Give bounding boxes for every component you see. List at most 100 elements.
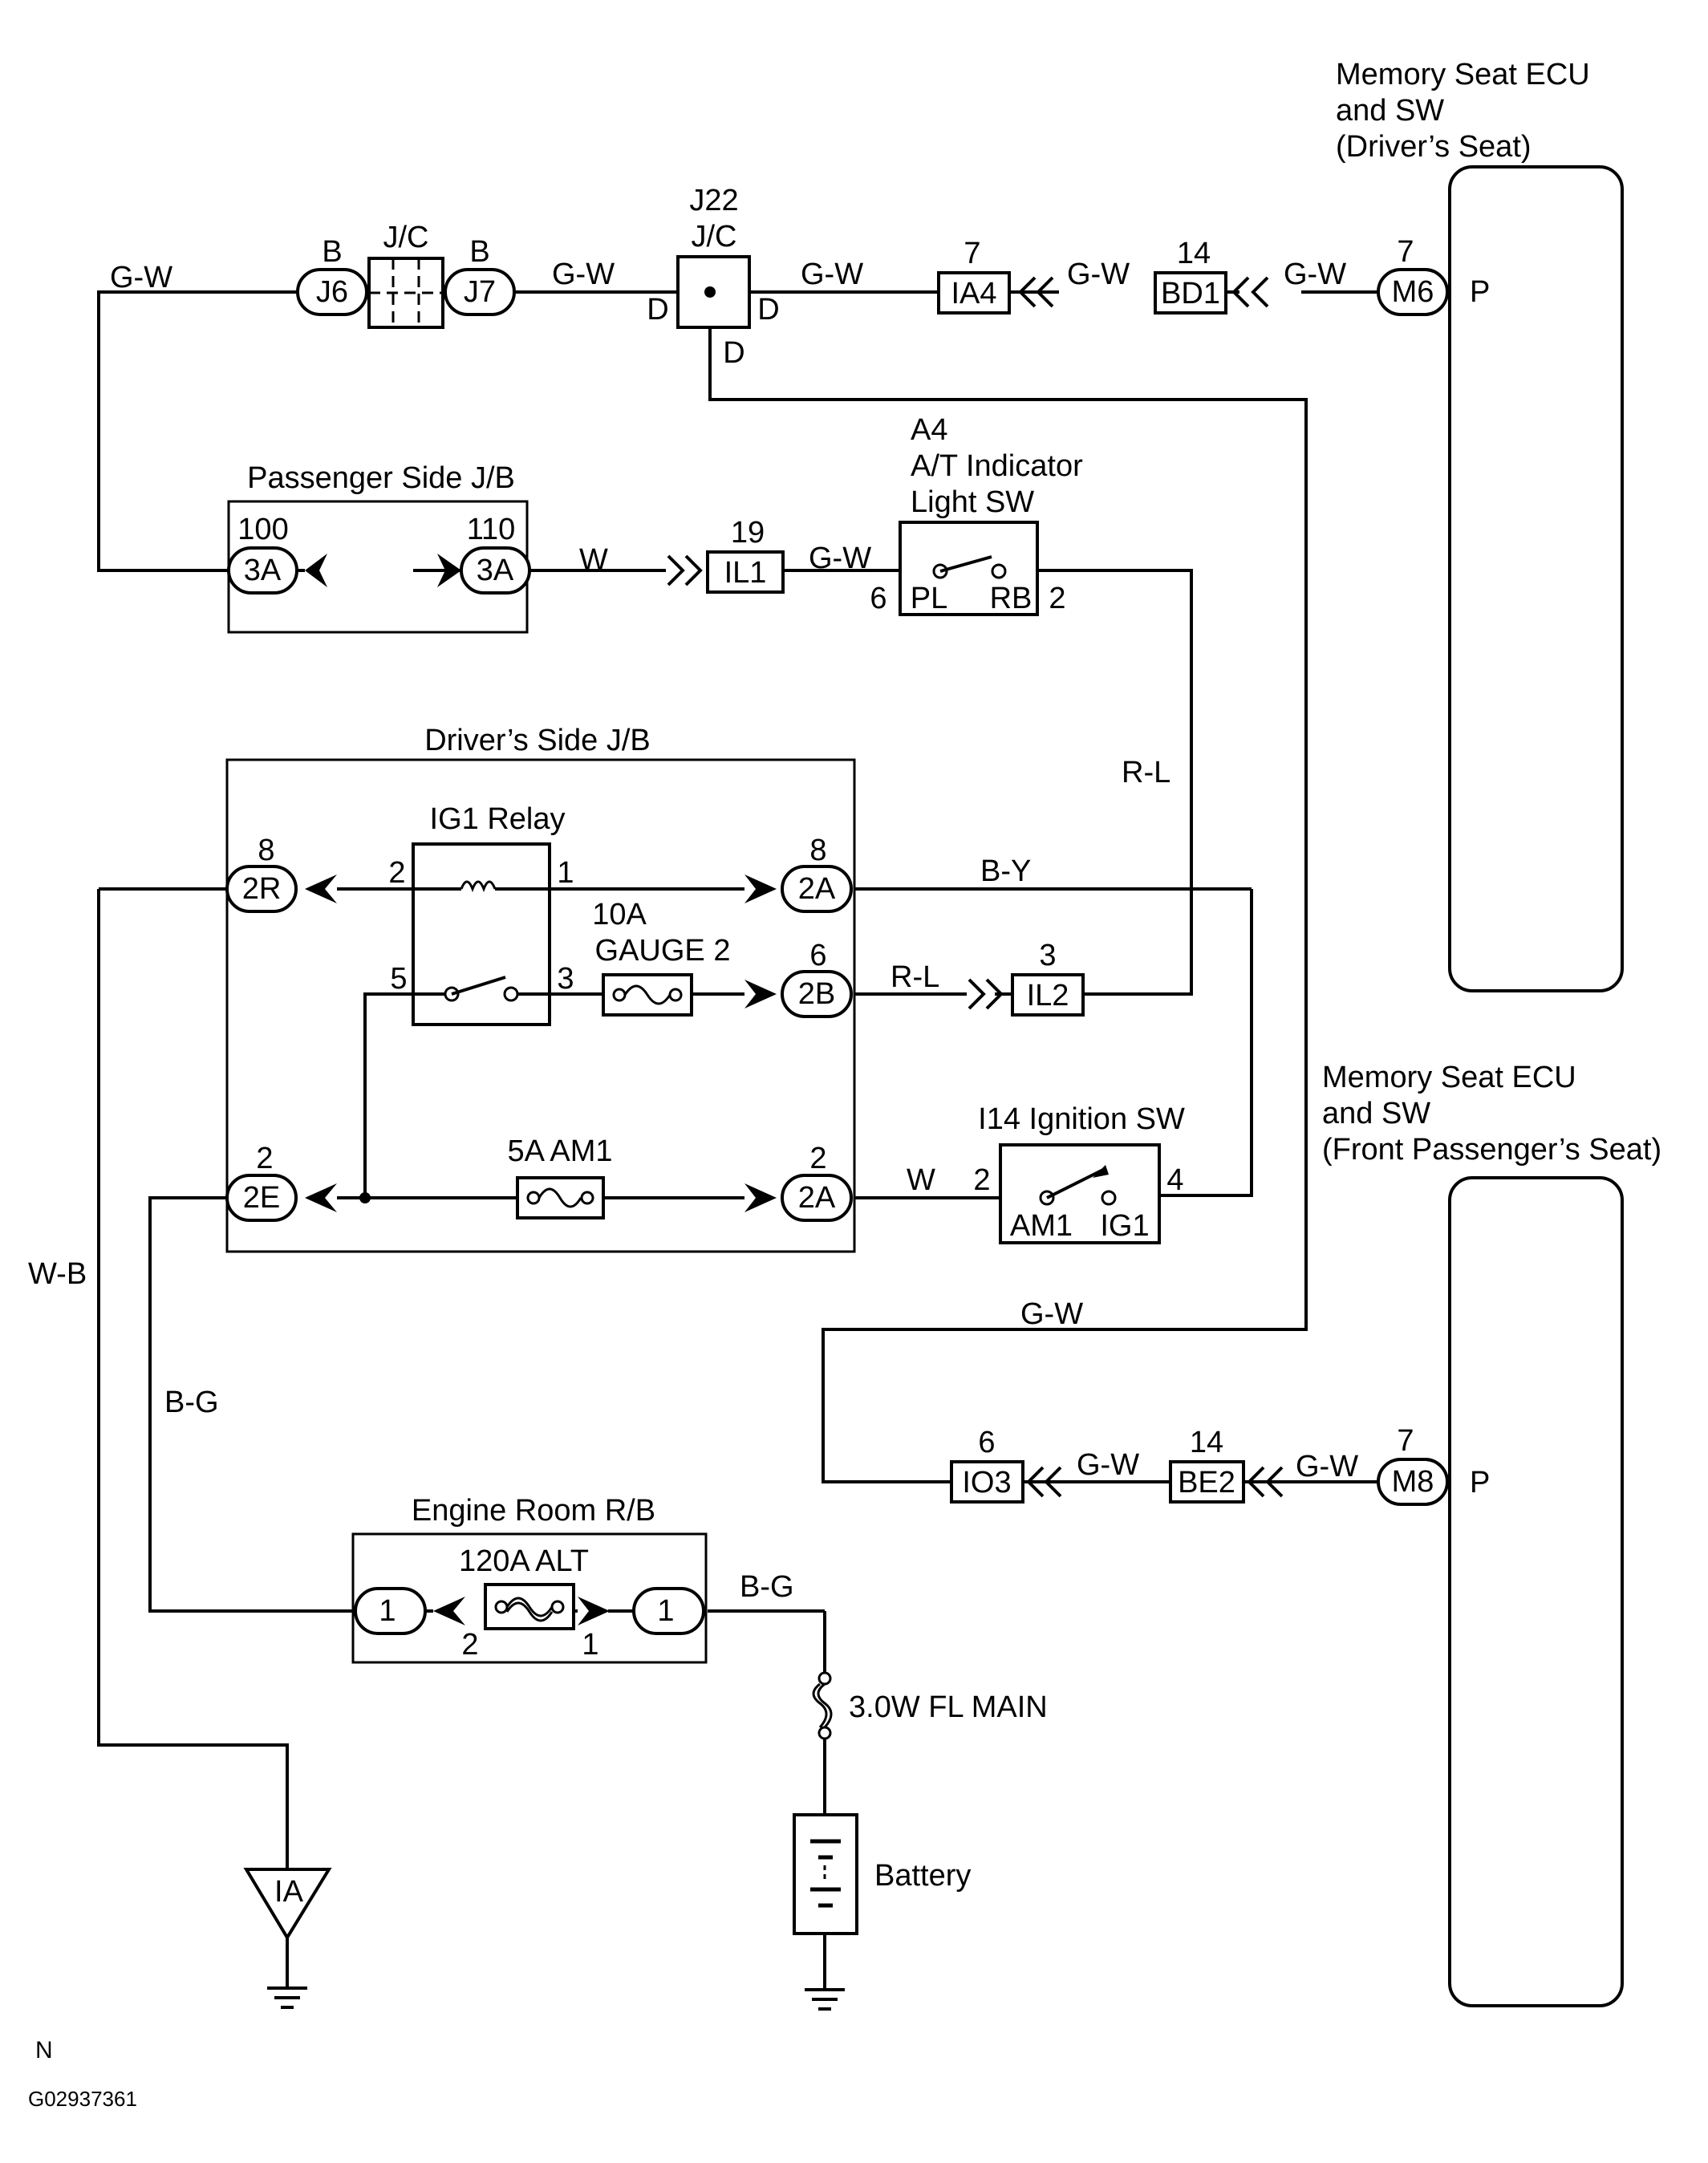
svg-text:2A: 2A xyxy=(798,872,836,906)
svg-text:Memory Seat ECU: Memory Seat ECU xyxy=(1322,1061,1576,1094)
wire-label-be2-m8: G-W xyxy=(1296,1450,1358,1483)
svg-text:3: 3 xyxy=(1039,939,1056,972)
svg-text:BD1: BD1 xyxy=(1161,277,1220,310)
footer-letter: N xyxy=(35,2037,53,2064)
svg-text:2: 2 xyxy=(1049,582,1065,615)
svg-text:2: 2 xyxy=(973,1163,990,1197)
wire-label-b-g-right: B-G xyxy=(740,1570,794,1604)
svg-text:8: 8 xyxy=(258,834,274,867)
svg-text:3: 3 xyxy=(557,962,574,996)
wire-label-w-b: W-B xyxy=(28,1257,87,1291)
svg-text:IL2: IL2 xyxy=(1027,979,1069,1013)
svg-text:IL1: IL1 xyxy=(724,556,767,590)
svg-text:J7: J7 xyxy=(464,275,496,309)
svg-text:Passenger Side J/B: Passenger Side J/B xyxy=(247,461,515,495)
engine-room-rb: Engine Room R/B 1 120A ALT 1 2 1 xyxy=(351,1494,708,1664)
svg-text:6: 6 xyxy=(809,939,826,972)
svg-text:6: 6 xyxy=(870,582,886,615)
wire-label-b-g-left: B-G xyxy=(164,1386,219,1419)
connector-j6: J6 B xyxy=(296,235,368,316)
svg-text:PL: PL xyxy=(911,582,947,615)
svg-text:100: 100 xyxy=(237,513,288,546)
svg-text:and SW: and SW xyxy=(1322,1097,1430,1130)
svg-text:M6: M6 xyxy=(1392,275,1434,309)
svg-text:(Driver’s Seat): (Driver’s Seat) xyxy=(1336,130,1532,164)
svg-text:2: 2 xyxy=(388,856,405,890)
figure-code: G02937361 xyxy=(28,2087,137,2111)
svg-text:D: D xyxy=(723,336,744,370)
wire-relay-5 xyxy=(363,992,413,1198)
svg-text:IA: IA xyxy=(274,1875,304,1909)
ecu-driver-pin: P xyxy=(1470,275,1490,309)
svg-text:7: 7 xyxy=(964,237,980,270)
wire-label-r-l-right: R-L xyxy=(1122,756,1170,789)
svg-text:J22: J22 xyxy=(689,184,738,217)
connector-be2: BE2 14 xyxy=(1169,1426,1245,1504)
wire-j22-down-gw xyxy=(708,292,1308,1483)
svg-text:J/C: J/C xyxy=(383,221,429,254)
connector-2a-top xyxy=(781,865,853,913)
svg-text:110: 110 xyxy=(467,513,516,546)
svg-text:AM1: AM1 xyxy=(1010,1209,1073,1243)
connector-il1: IL1 19 xyxy=(706,516,785,594)
ignition-switch: I14 Ignition SW AM1 IG1 2 4 xyxy=(973,1102,1185,1244)
svg-text:2: 2 xyxy=(809,1142,826,1175)
connector-2a-bottom xyxy=(781,1174,853,1222)
wire-label-j7-j22: G-W xyxy=(552,258,615,291)
wire-label-w-to-i14: W xyxy=(907,1163,935,1197)
svg-text:1: 1 xyxy=(379,1594,396,1628)
ig1-relay xyxy=(412,842,551,1026)
connector-il2: IL2 3 xyxy=(1011,939,1085,1017)
connector-2b xyxy=(781,970,853,1018)
svg-text:2B: 2B xyxy=(798,977,835,1011)
connector-j7: J7 B xyxy=(444,235,516,316)
connector-m6: M6 7 xyxy=(1377,235,1449,316)
wire-label-g-w-mid: G-W xyxy=(1020,1297,1083,1331)
svg-text:BE2: BE2 xyxy=(1178,1466,1235,1499)
drivers-side-jb: Driver’s Side J/B IG1 Relay 2 1 5 3 10A … xyxy=(225,724,856,1253)
wire-b-g-left xyxy=(148,1196,353,1613)
wire-label-bd1-m6: G-W xyxy=(1284,258,1346,291)
svg-text:6: 6 xyxy=(978,1426,995,1459)
svg-text:A/T Indicator: A/T Indicator xyxy=(911,449,1083,483)
arrow-il1 xyxy=(667,554,703,586)
at-indicator-light-switch: A4 A/T Indicator Light SW PL RB 6 2 xyxy=(870,413,1083,616)
svg-text:J6: J6 xyxy=(316,275,348,309)
arrow-ia4 xyxy=(1018,276,1054,308)
svg-text:14: 14 xyxy=(1190,1426,1223,1459)
alt-fuse-label: 120A ALT xyxy=(459,1544,589,1578)
j7-pin: B xyxy=(469,235,489,269)
svg-text:1: 1 xyxy=(657,1594,674,1628)
svg-text:2R: 2R xyxy=(242,872,282,906)
memory-seat-ecu-passenger: Memory Seat ECU and SW (Front Passenger’… xyxy=(1322,1061,1661,2007)
wire-b-y-down xyxy=(1159,889,1253,1197)
svg-text:(Front Passenger’s Seat): (Front Passenger’s Seat) xyxy=(1322,1133,1661,1167)
svg-text:A4: A4 xyxy=(911,413,947,447)
arrow-io3 xyxy=(1026,1466,1062,1498)
connector-m8: M8 7 xyxy=(1377,1424,1449,1506)
svg-text:IG1: IG1 xyxy=(1100,1209,1149,1243)
svg-text:I14 Ignition SW: I14 Ignition SW xyxy=(978,1102,1185,1136)
svg-text:and SW: and SW xyxy=(1336,94,1444,128)
svg-text:IO3: IO3 xyxy=(962,1466,1011,1499)
wire-label-j22-ia4: G-W xyxy=(801,258,863,291)
wire-w-b xyxy=(97,889,289,1869)
svg-text:14: 14 xyxy=(1177,237,1211,270)
svg-text:Engine Room R/B: Engine Room R/B xyxy=(412,1494,655,1528)
wires xyxy=(97,290,1378,1990)
battery: Battery xyxy=(793,1813,971,1935)
wire-label-top-left: G-W xyxy=(110,261,172,294)
svg-text:3A: 3A xyxy=(477,554,514,587)
wire-r-l-right xyxy=(1037,569,1193,996)
ecu-passenger-pin: P xyxy=(1470,1466,1490,1499)
relay-coil-icon xyxy=(460,880,497,893)
svg-text:2: 2 xyxy=(461,1628,478,1662)
connector-ia4: IA4 7 xyxy=(937,237,1011,315)
connector-bd1: BD1 14 xyxy=(1154,237,1227,315)
svg-text:1: 1 xyxy=(582,1628,598,1662)
svg-text:J/C: J/C xyxy=(692,220,737,254)
svg-text:3A: 3A xyxy=(244,554,282,587)
svg-text:5: 5 xyxy=(390,962,407,996)
passenger-side-jb: Passenger Side J/B 100 3A 110 3A xyxy=(227,461,531,634)
